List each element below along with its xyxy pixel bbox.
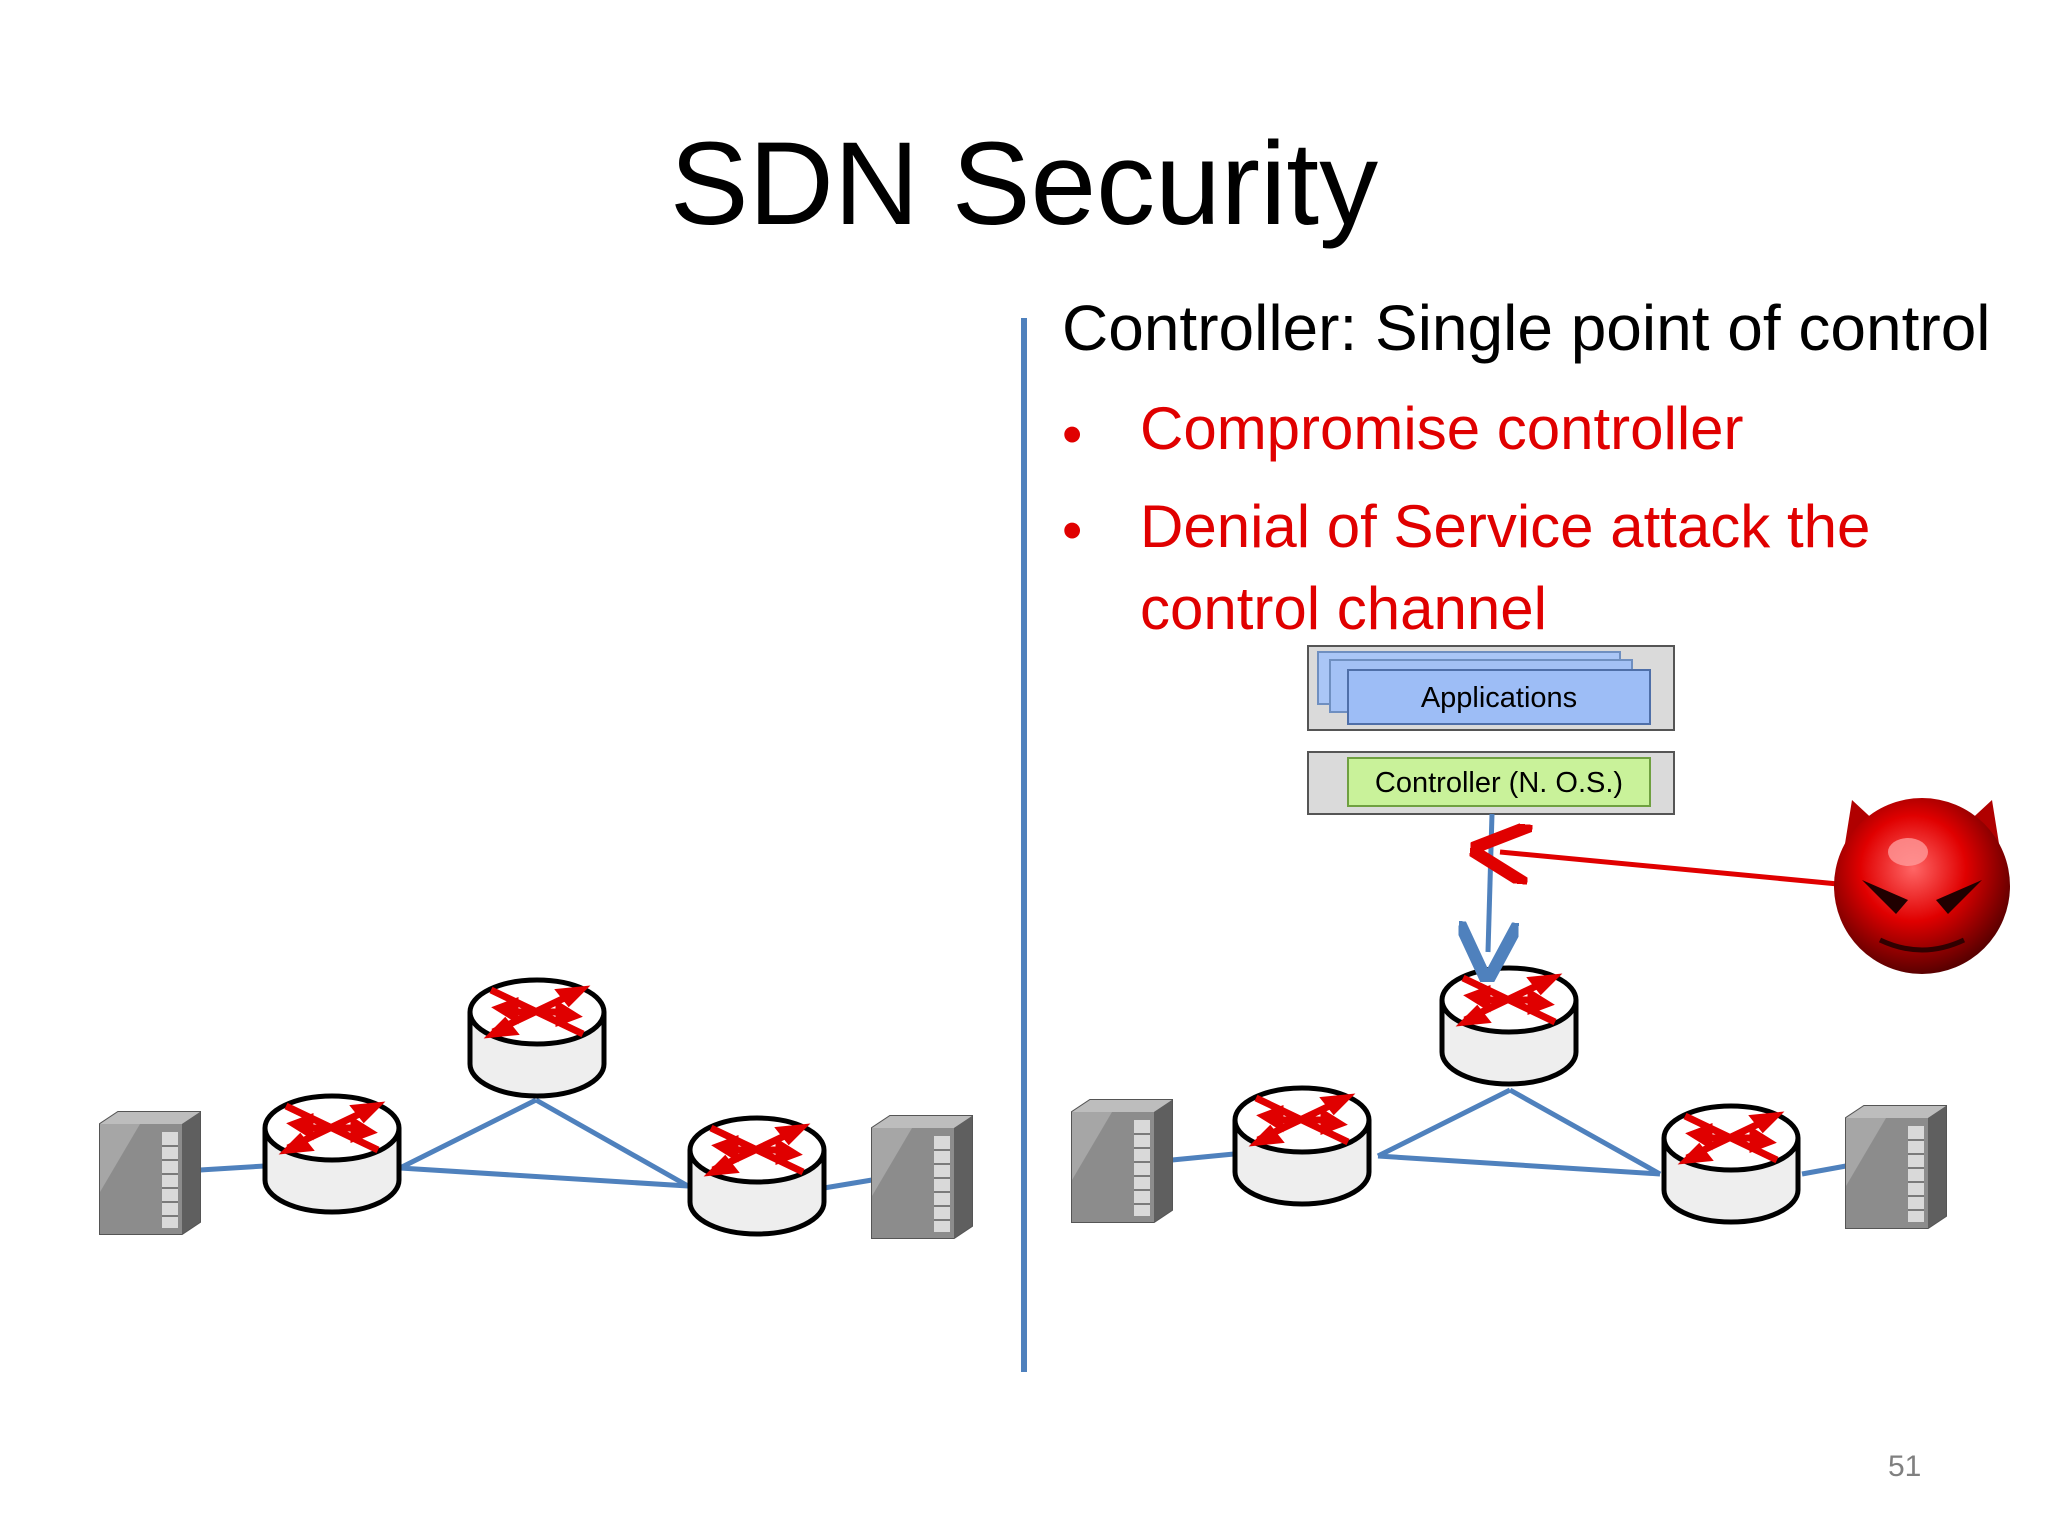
left-server-icon [99,1111,201,1235]
left-server-icon [1071,1099,1173,1223]
left-router-icon [265,1096,399,1212]
applications-box [1347,669,1651,725]
right-panel-heading: Controller: Single point of control [1062,292,1991,364]
left-router-icon [1235,1088,1369,1204]
right-links [1171,1087,1847,1177]
left-router-right-icon [690,1118,824,1234]
attack-arrow [1500,852,1839,887]
page-number: 51 [1888,1450,1922,1483]
controller-box [1347,757,1651,807]
right-server-icon [1845,1105,1947,1229]
control-channel-link [1488,813,1492,952]
bullet-marker: • [1062,498,1083,563]
bullet-compromise-controller: Compromise controller [1140,395,1744,462]
right-network [1071,968,1947,1229]
controller-label: Controller (N. O.S.) [1375,767,1623,799]
left-router-top-icon [470,980,604,1096]
right-server-icon [871,1115,973,1239]
bullet-marker: • [1062,402,1083,467]
left-links [199,1097,873,1191]
left-network [99,980,973,1239]
right-router-icon [1664,1106,1798,1222]
panel-divider [1021,318,1027,1372]
devil-attacker-icon [1834,798,2010,974]
applications-label: Applications [1421,682,1577,714]
slide-title: SDN Security [669,118,1379,250]
bullet-denial-of-service: Denial of Service attack the control cha… [1140,493,1871,642]
controller-stack: Applications Controller (N. O.S.) [1307,645,1675,815]
top-router-icon [1442,968,1576,1084]
